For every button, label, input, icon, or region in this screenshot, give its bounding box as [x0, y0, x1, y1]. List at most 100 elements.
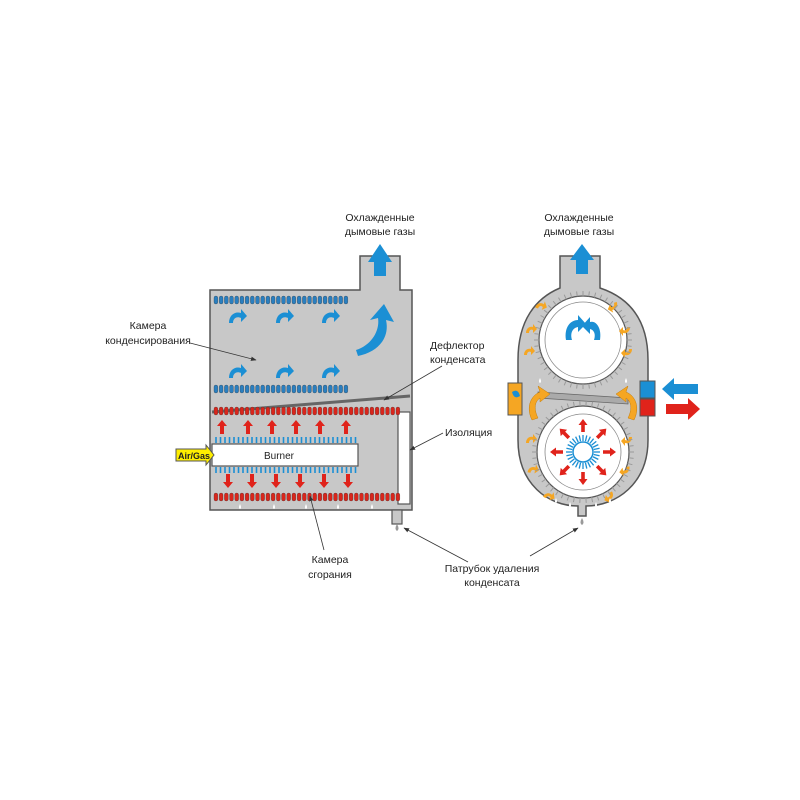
- coil-ring-dash: [566, 403, 570, 409]
- coil-tube-blue-top: [255, 295, 260, 305]
- coil-ring-dash: [532, 445, 538, 447]
- coil-ring-dash: [616, 416, 621, 421]
- coil-tube-red-upper: [395, 406, 400, 416]
- coil-tube-blue-mid: [260, 384, 265, 394]
- coil-tube-red-lower: [364, 492, 369, 502]
- air-gas-inlet-arrow: [175, 443, 215, 467]
- radial-arrow: [550, 447, 563, 457]
- coil-tube-blue-top: [281, 295, 286, 305]
- top-circle-arrow-left: [565, 315, 586, 340]
- coil-tube-blue-mid: [343, 384, 348, 394]
- coil-ring-dash: [626, 345, 632, 347]
- radial-arrow: [559, 428, 571, 440]
- coil-ring-dash: [535, 468, 541, 472]
- coil-ring-dash: [569, 292, 573, 298]
- coil-ring-dash: [599, 380, 603, 386]
- radial-arrow: [595, 428, 607, 440]
- coil-tube-blue-mid: [338, 384, 343, 394]
- orange-curl-shape: [535, 301, 547, 310]
- coil-tube-blue-top: [312, 295, 317, 305]
- coil-tube-blue-mid: [250, 384, 255, 394]
- orange-curl-shape: [619, 466, 630, 477]
- coil-ring-dash: [619, 478, 625, 483]
- drain-label-line1: Патрубок удаления: [445, 563, 540, 575]
- coil-ring-dash: [609, 374, 614, 380]
- coil-ring-dash: [617, 366, 623, 371]
- flue-label-right-line1: Охлажденные: [544, 212, 613, 224]
- coil-tube-red-lower: [250, 492, 255, 502]
- condensate-drop: [239, 504, 241, 509]
- coil-tube-blue-mid: [239, 384, 244, 394]
- coil-tube-red-lower: [213, 492, 218, 502]
- coil-tube-blue-top: [250, 295, 255, 305]
- red-arrow-up: [217, 420, 227, 434]
- coil-ring-dash: [535, 350, 541, 354]
- coil-ring-dash: [533, 462, 539, 466]
- condensate-drop: [305, 504, 307, 509]
- coil-tube-red-lower: [349, 492, 354, 502]
- coil-ring-dash: [555, 490, 559, 496]
- coil-tube-red-upper: [343, 406, 348, 416]
- hot-water-out-arrow: [666, 398, 700, 420]
- coil-tube-blue-mid: [317, 384, 322, 394]
- coil-ring-dash: [534, 333, 540, 335]
- orange-curl: [543, 492, 555, 501]
- coil-tube-blue-top: [343, 295, 348, 305]
- coil-tube-red-upper: [354, 406, 359, 416]
- red-arrow-up: [267, 420, 277, 434]
- coil-tube-blue-mid: [213, 384, 218, 394]
- radial-arrow-shape: [559, 464, 571, 476]
- coil-tube-red-upper: [317, 406, 322, 416]
- combustion-chamber-label-line2: сгорания: [308, 569, 352, 581]
- orange-curl: [526, 434, 537, 443]
- orange-arrow-left: [529, 385, 551, 421]
- coil-tube-red-lower: [229, 492, 234, 502]
- drain-drop-left: [395, 524, 399, 531]
- coil-tube-blue-mid: [276, 384, 281, 394]
- red-arrow-up: [341, 420, 351, 434]
- side-view: Burner Air/Gas: [175, 244, 413, 531]
- coil-ring-dash: [545, 416, 550, 421]
- coil-tube-red-lower: [343, 492, 348, 502]
- coil-ring-dash: [538, 426, 543, 431]
- burner-flame-ray: [569, 440, 575, 446]
- coil-ring-dash: [560, 405, 564, 411]
- coil-tube-blue-mid: [234, 384, 239, 394]
- coil-ring-dash: [591, 401, 594, 407]
- round-burner-flames: [566, 435, 600, 469]
- coil-tube-blue-top: [297, 295, 302, 305]
- coil-ring-dash: [625, 432, 631, 436]
- red-arrow-down: [343, 474, 353, 488]
- coil-tube-red-lower: [323, 492, 328, 502]
- coil-ring-dash: [623, 320, 629, 324]
- coil-tube-red-upper: [213, 406, 218, 416]
- condensate-drops-right: [539, 378, 627, 507]
- condensate-drop: [609, 498, 611, 503]
- coil-tube-blue-top: [234, 295, 239, 305]
- coil-tube-blue-mid: [271, 384, 276, 394]
- drain-leader-left: [403, 527, 469, 563]
- coil-ring-dash: [537, 356, 543, 360]
- burner-flame-ticks: [215, 437, 357, 473]
- coil-tube-blue-top: [239, 295, 244, 305]
- condensate-drop: [539, 378, 541, 383]
- coil-tube-blue-mid: [219, 384, 224, 394]
- coil-tube-red-lower: [359, 492, 364, 502]
- burner-flame-ray: [593, 447, 600, 451]
- condensate-drop: [371, 504, 373, 509]
- coil-tube-red-upper: [364, 406, 369, 416]
- coil-tube-blue-top: [323, 295, 328, 305]
- coil-tube-red-upper: [281, 406, 286, 416]
- coil-tube-red-lower: [219, 492, 224, 502]
- coil-tube-blue-mid: [302, 384, 307, 394]
- red-arrow-down: [319, 474, 329, 488]
- burner-flame-ray: [571, 438, 577, 444]
- radial-arrow: [595, 464, 607, 476]
- coil-tube-red-upper: [338, 406, 343, 416]
- blue-curl-arrow: [276, 364, 294, 378]
- coil-tube-red-lower: [297, 492, 302, 502]
- coil-ring-dash: [604, 377, 608, 383]
- left-connector-icon: [512, 390, 520, 398]
- coil-tube-blue-mid: [245, 384, 250, 394]
